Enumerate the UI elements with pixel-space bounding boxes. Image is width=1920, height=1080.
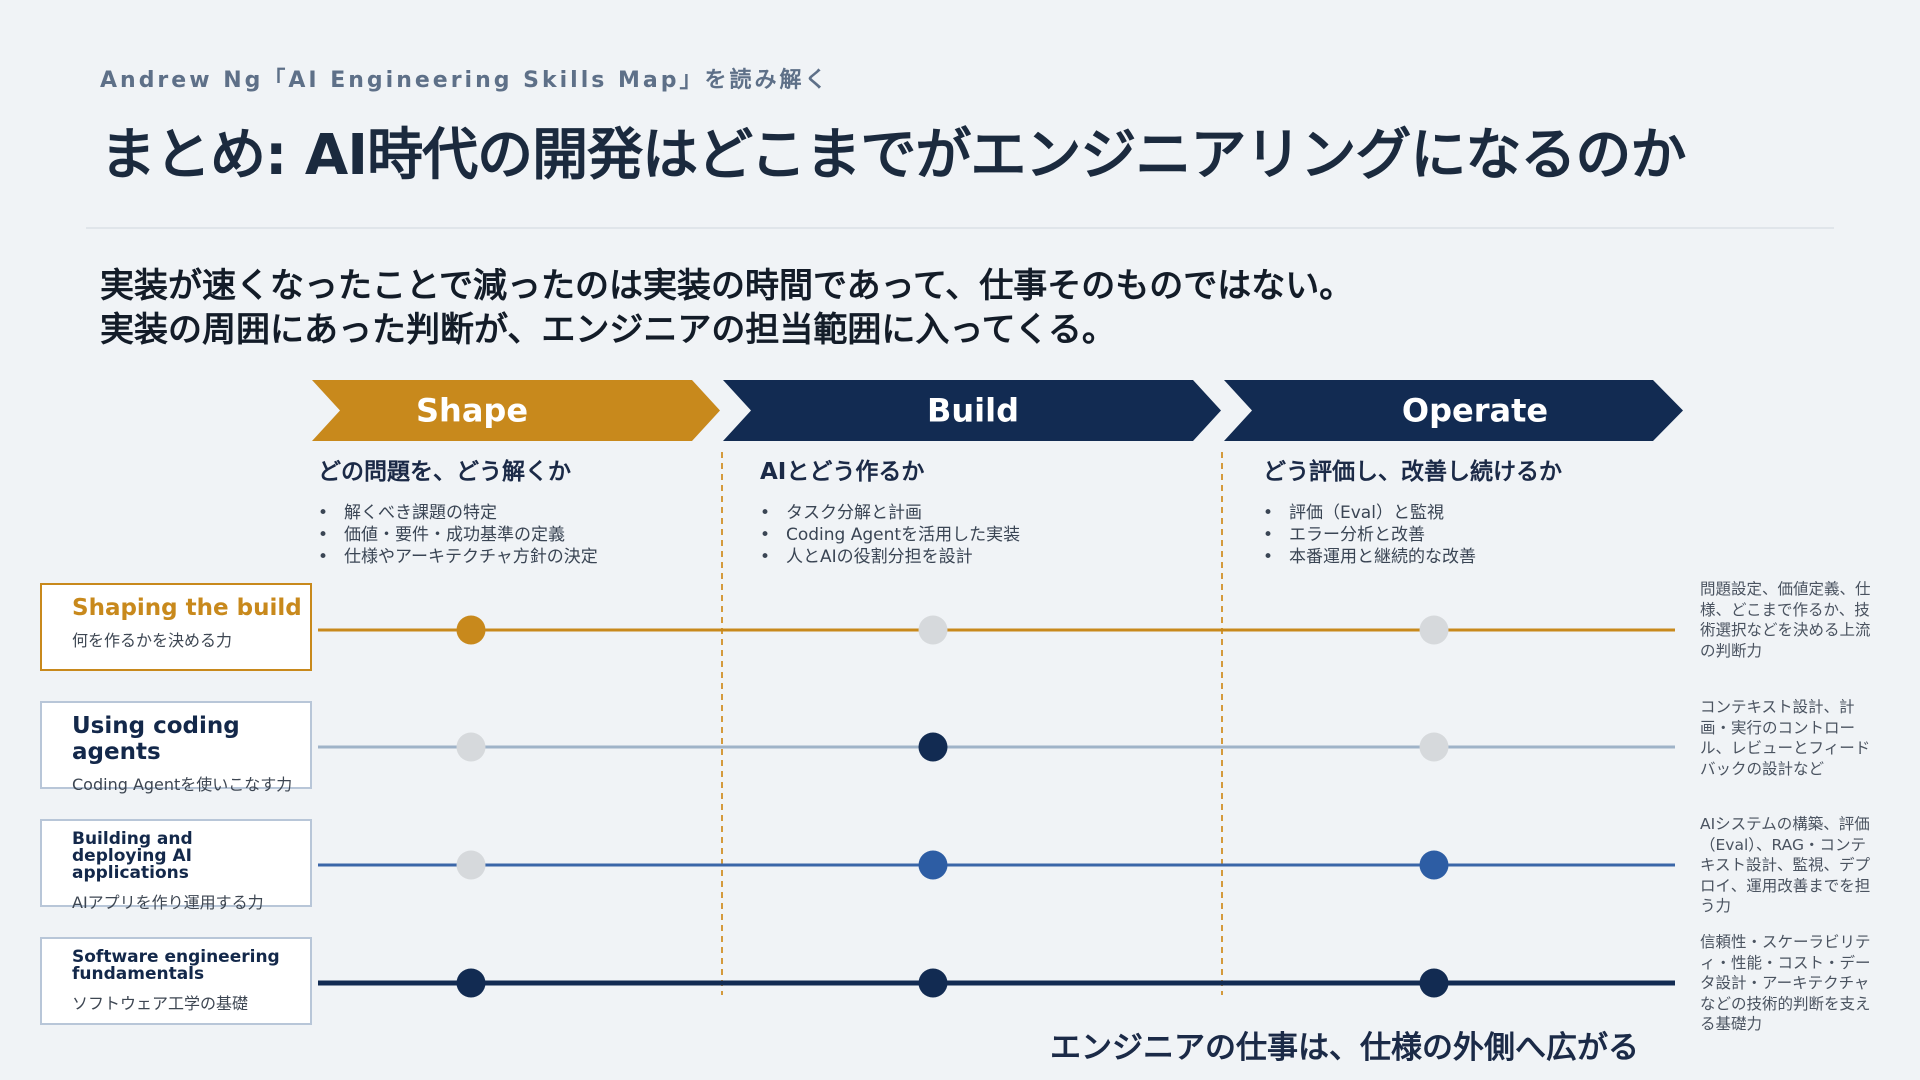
row-se-fundamentals-dot-operate	[1419, 968, 1449, 998]
phase-build-item: 人とAIの役割分担を設計	[760, 546, 1020, 568]
phase-operate-subtitle: どう評価し、改善し続けるか	[1263, 459, 1562, 485]
row-coding-agents-subtitle: Coding Agentを使いこなす力	[72, 775, 293, 794]
phase-operate-item: エラー分析と改善	[1263, 524, 1562, 546]
row-ai-apps-dot-shape	[456, 850, 486, 880]
row-coding-agents-box: Using coding agents Coding Agentを使いこなす力	[40, 701, 312, 794]
header-divider	[86, 227, 1834, 229]
header-kicker: Andrew Ng「AI Engineering Skills Map」を読み解…	[100, 68, 830, 93]
row-shaping-title: Shaping the build	[72, 595, 302, 621]
phase-shape-item: 価値・要件・成功基準の定義	[318, 524, 598, 546]
row-shaping-dot-build	[918, 615, 948, 645]
row-se-fundamentals-dot-build	[918, 968, 948, 998]
phase-operate-block: どう評価し、改善し続けるか 評価（Eval）と監視 エラー分析と改善 本番運用と…	[1263, 452, 1562, 568]
row-shaping-box: Shaping the build 何を作るかを決める力	[40, 583, 312, 671]
row-shaping-description: 問題設定、価値定義、仕様、どこまで作るか、技術選択などを決める上流の判断力	[1700, 580, 1871, 660]
row-se-fundamentals-title: Software engineering fundamentals	[72, 947, 280, 984]
phase-build-subtitle: AIとどう作るか	[760, 459, 925, 485]
phase-shape-block: どの問題を、どう解くか 解くべき課題の特定 価値・要件・成功基準の定義 仕様やア…	[318, 452, 598, 568]
row-se-fundamentals-description: 信頼性・スケーラビリティ・性能・コスト・データ設計・アーキテクチャなどの技術的判…	[1700, 933, 1871, 1033]
row-se-fundamentals-subtitle: ソフトウェア工学の基礎	[72, 994, 249, 1013]
footer-message: エンジニアの仕事は、仕様の外側へ広がる	[1050, 1030, 1639, 1066]
row-se-fundamentals-box: Software engineering fundamentals ソフトウェア…	[40, 937, 312, 1025]
row-ai-apps-title: Building and deploying AI applications	[72, 829, 193, 883]
lead-line-1: 実装が速くなったことで減ったのは実装の時間であって、仕事そのものではない。	[100, 266, 1354, 306]
row-ai-apps-subtitle: AIアプリを作り運用する力	[72, 893, 264, 912]
row-ai-apps-dot-build	[918, 850, 948, 880]
phase-operate-label: Operate	[1402, 392, 1548, 430]
row-coding-agents-dot-operate	[1419, 732, 1449, 762]
row-coding-agents-dot-build	[918, 732, 948, 762]
row-shaping-dot-operate	[1419, 615, 1449, 645]
row-se-fundamentals-dot-shape	[456, 968, 486, 998]
row-ai-apps-dot-operate	[1419, 850, 1449, 880]
phase-build-label: Build	[927, 392, 1019, 430]
phase-operate-item: 本番運用と継続的な改善	[1263, 546, 1562, 568]
page-title: まとめ: AI時代の開発はどこまでがエンジニアリングになるのか	[100, 123, 1686, 188]
phase-build-item: Coding Agentを活用した実装	[760, 524, 1020, 546]
phase-operate-chevron	[1224, 380, 1683, 441]
phase-operate-item: 評価（Eval）と監視	[1263, 502, 1562, 524]
phase-build-block: AIとどう作るか タスク分解と計画 Coding Agentを活用した実装 人と…	[760, 452, 1020, 568]
row-coding-agents-dot-shape	[456, 732, 486, 762]
row-coding-agents-description: コンテキスト設計、計画・実行のコントロール、レビューとフィードバックの設計など	[1700, 698, 1871, 778]
phase-shape-label: Shape	[416, 392, 528, 430]
lead-line-2: 実装の周囲にあった判断が、エンジニアの担当範囲に入ってくる。	[100, 310, 1116, 350]
row-shaping-dot-shape	[456, 615, 486, 645]
row-ai-apps-box: Building and deploying AI applications A…	[40, 819, 312, 912]
phase-shape-item: 仕様やアーキテクチャ方針の決定	[318, 546, 598, 568]
row-ai-apps-description: AIシステムの構築、評価（Eval）、RAG・コンテキスト設計、監視、デプロイ、…	[1700, 815, 1871, 915]
phase-shape-subtitle: どの問題を、どう解くか	[318, 459, 571, 485]
row-shaping-subtitle: 何を作るかを決める力	[72, 631, 233, 650]
phase-shape-chevron	[312, 380, 720, 441]
phase-build-chevron	[723, 380, 1221, 441]
phase-build-item: タスク分解と計画	[760, 502, 1020, 524]
phase-shape-item: 解くべき課題の特定	[318, 502, 598, 524]
row-coding-agents-title: Using coding agents	[72, 713, 240, 765]
